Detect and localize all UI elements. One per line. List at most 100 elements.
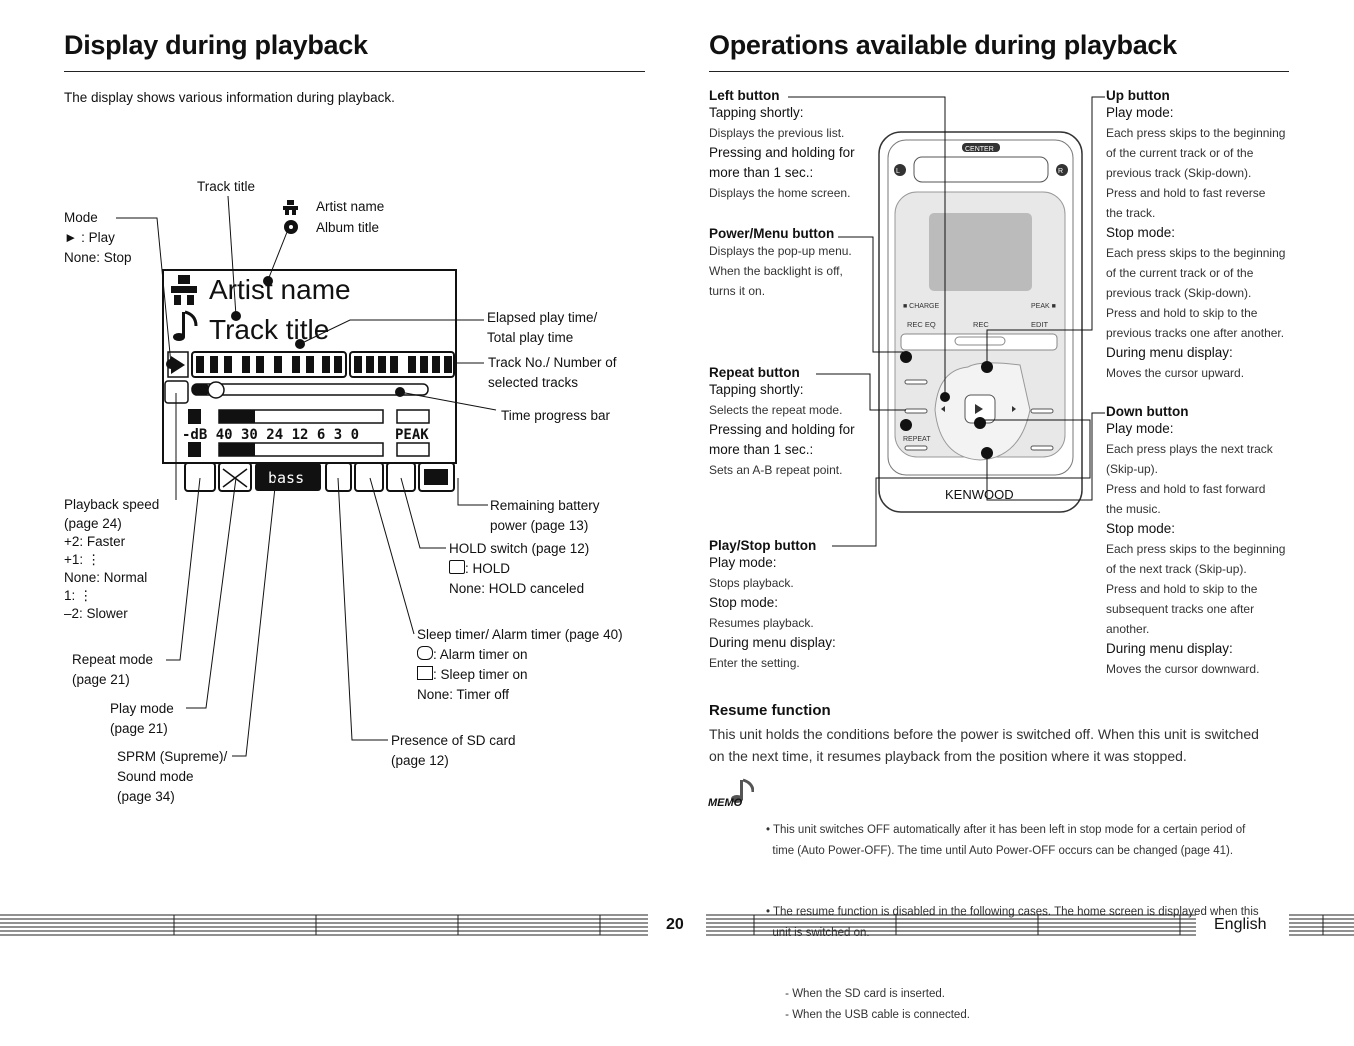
lcd-r-channel bbox=[188, 442, 201, 457]
lcd-progress-knob bbox=[207, 381, 225, 399]
lcd-time-digits bbox=[196, 356, 342, 373]
desc-line: previous track (Skip-down). bbox=[1106, 166, 1252, 180]
desc-line: Stop mode: bbox=[1106, 521, 1176, 536]
desc-line: more than 1 sec.: bbox=[709, 442, 814, 457]
alarm-legend-icon bbox=[417, 646, 433, 660]
resume-text: This unit holds the conditions before th… bbox=[709, 726, 1259, 764]
r-button-icon bbox=[1056, 164, 1068, 176]
left-button-desc: Left button Tapping shortly:Displays the… bbox=[709, 88, 855, 203]
label-track-title: Track title bbox=[197, 179, 256, 194]
desc-line: Tapping shortly: bbox=[709, 105, 804, 120]
hold-legend-icon bbox=[449, 560, 465, 574]
label-sprm: SPRM (Supreme)/Sound mode(page 34) bbox=[117, 749, 228, 804]
footer-bars bbox=[0, 914, 1354, 936]
lcd-trackno-digits bbox=[354, 356, 452, 373]
svg-text:CENTER: CENTER bbox=[965, 146, 994, 153]
desc-line: Sets an A-B repeat point. bbox=[709, 463, 843, 477]
svg-text:REPEAT: REPEAT bbox=[903, 436, 931, 443]
lcd-artist: Artist name bbox=[209, 274, 351, 305]
desc-line: previous track (Skip-down). bbox=[1106, 286, 1252, 300]
timer-icon bbox=[354, 462, 384, 492]
desc-line: When the backlight is off, bbox=[709, 264, 843, 278]
sound-mode-icon bbox=[255, 463, 321, 491]
desc-line: of the next track (Skip-up). bbox=[1106, 562, 1247, 576]
lcd-db-scale: -dB 40 30 24 12 6 3 0 bbox=[182, 427, 359, 443]
device-brand: KENWOOD bbox=[945, 487, 1014, 502]
lcd-diagram: Artist name Track title -dB 40 30 24 12 … bbox=[116, 195, 497, 757]
desc-line: Each press plays the next track bbox=[1106, 442, 1273, 456]
play-mode-icon bbox=[218, 462, 252, 492]
desc-line: Stop mode: bbox=[1106, 225, 1176, 240]
sleep-legend-icon bbox=[417, 666, 433, 680]
desc-line: of the current track or of the bbox=[1106, 266, 1254, 280]
lcd-track: Track title bbox=[209, 314, 329, 345]
desc-line: turns it on. bbox=[709, 284, 766, 298]
desc-line: During menu display: bbox=[709, 635, 836, 650]
lcd-progress-bar bbox=[191, 383, 429, 396]
desc-line: Play mode: bbox=[709, 555, 777, 570]
desc-line: Enter the setting. bbox=[709, 656, 800, 670]
desc-line: Pressing and holding for bbox=[709, 422, 855, 437]
l-button-icon bbox=[894, 164, 906, 176]
page-number: 20 bbox=[666, 916, 684, 933]
svg-text:REC: REC bbox=[973, 320, 989, 329]
desc-line: Tapping shortly: bbox=[709, 382, 804, 397]
desc-line: previous tracks one after another. bbox=[1106, 326, 1285, 340]
desc-line: Press and hold to fast reverse bbox=[1106, 186, 1266, 200]
label-repeat: Repeat mode(page 21) bbox=[72, 652, 154, 687]
label-hold: HOLD switch (page 12) : HOLD None: HOLD … bbox=[449, 541, 590, 596]
svg-text:EDIT: EDIT bbox=[1031, 320, 1049, 329]
desc-line: Pressing and holding for bbox=[709, 145, 855, 160]
lcd-peak: PEAK bbox=[395, 427, 429, 443]
desc-line: Play mode: bbox=[1106, 105, 1174, 120]
device-screen bbox=[929, 213, 1032, 291]
desc-line: the track. bbox=[1106, 206, 1156, 220]
desc-line: Press and hold to skip to the bbox=[1106, 582, 1258, 596]
desc-line: subsequent tracks one after bbox=[1106, 602, 1255, 616]
desc-line: more than 1 sec.: bbox=[709, 165, 814, 180]
hold-icon bbox=[386, 462, 416, 492]
left-intro: The display shows various information du… bbox=[64, 90, 395, 105]
svg-text:REC EQ: REC EQ bbox=[907, 320, 936, 329]
label-progress: Time progress bar bbox=[501, 408, 611, 423]
svg-text:PEAK ■: PEAK ■ bbox=[1031, 303, 1056, 310]
lcd-trackno-box bbox=[349, 351, 455, 378]
desc-line: During menu display: bbox=[1106, 345, 1233, 360]
desc-line: Moves the cursor upward. bbox=[1106, 366, 1245, 380]
center-badge bbox=[962, 143, 1000, 152]
desc-line: another. bbox=[1106, 622, 1150, 636]
desc-line: During menu display: bbox=[1106, 641, 1233, 656]
left-title-rule bbox=[64, 71, 645, 72]
left-page-title: Display during playback bbox=[64, 30, 368, 60]
right-title-rule bbox=[709, 71, 1289, 72]
down-button-desc: Down button Play mode:Each press plays t… bbox=[1106, 404, 1285, 679]
svg-text:L: L bbox=[896, 168, 900, 175]
play-stop-button-desc: Play/Stop button Play mode:Stops playbac… bbox=[709, 538, 836, 673]
footer-language: English bbox=[1214, 916, 1267, 933]
svg-text:R: R bbox=[1058, 168, 1063, 175]
label-elapsed: Elapsed play time/Total play time bbox=[487, 310, 598, 345]
desc-line: (Skip-up). bbox=[1106, 462, 1159, 476]
right-page-title: Operations available during playback bbox=[709, 30, 1177, 60]
artist-icon bbox=[171, 275, 197, 305]
lcd-l-channel bbox=[188, 409, 201, 424]
desc-line: the music. bbox=[1106, 502, 1161, 516]
note-icon bbox=[173, 310, 198, 341]
battery-icon bbox=[418, 462, 455, 492]
lcd-sound-mode: bass bbox=[268, 469, 304, 487]
desc-line: Stops playback. bbox=[709, 576, 794, 590]
label-sd: Presence of SD card(page 12) bbox=[391, 733, 516, 768]
device-diagram: CENTER L R ■ CHARGE PEAK ■ REC EQ REC ED… bbox=[788, 96, 1105, 547]
desc-line: Each press skips to the beginning bbox=[1106, 246, 1286, 260]
desc-line: Play mode: bbox=[1106, 421, 1174, 436]
artist-legend-icon bbox=[283, 200, 298, 215]
label-sleep: Sleep timer/ Alarm timer (page 40) : Ala… bbox=[417, 627, 623, 702]
desc-line: Selects the repeat mode. bbox=[709, 403, 843, 417]
power-button-desc: Power/Menu button Displays the pop-up me… bbox=[709, 226, 852, 301]
desc-line: Resumes playback. bbox=[709, 616, 814, 630]
desc-line: Press and hold to skip to the bbox=[1106, 306, 1258, 320]
repeat-mode-icon bbox=[184, 462, 216, 492]
lcd-time-box bbox=[191, 351, 347, 378]
